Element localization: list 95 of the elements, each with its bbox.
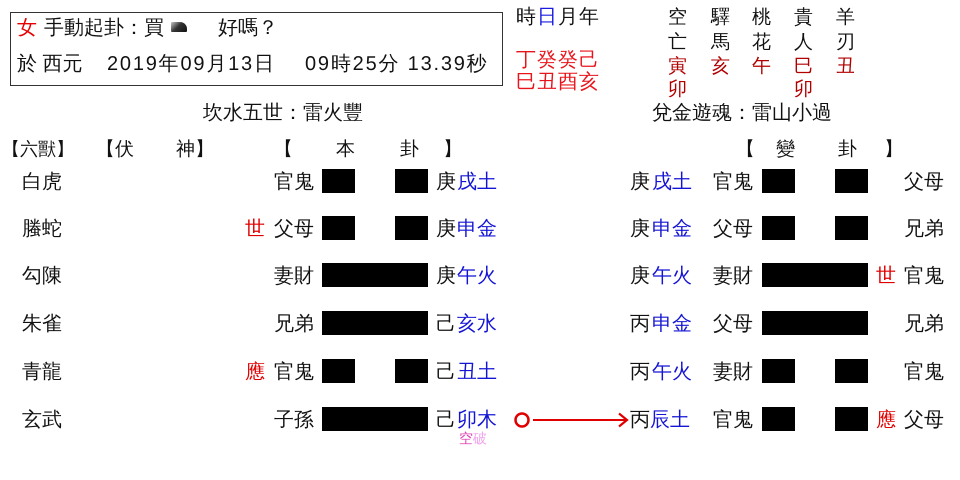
question-text: 於 西元 [17,54,83,74]
beast-name: 青龍 [22,362,62,382]
column-heading: 本 [336,140,355,158]
column-heading: 【 [736,140,755,158]
relation-label: 官鬼 [274,362,314,382]
relation-label: 妻財 [713,266,753,286]
stem-label: 庚 [630,172,650,192]
column-heading: 】 [443,140,462,158]
question-text: 手動起卦：買 [44,18,164,38]
stem-label: 己 [436,314,456,334]
hexagram-title: 兌金遊魂：雷山小過 [652,103,832,123]
relation-label: 父母 [713,219,753,239]
pillar-heading: 年 [579,7,599,27]
stem-label: 庚 [436,219,456,239]
relation-label: 官鬼 [904,266,944,286]
relation-label: 兄弟 [274,314,314,334]
beast-name: 玄武 [22,410,62,430]
shensha-value: 亥 [711,54,730,78]
relation-label: 父母 [274,219,314,239]
status-mark: 空 [459,431,473,445]
shensha-value: 丑 [836,54,855,78]
position-mark: 應 [876,410,896,430]
branch-label: 丑土 [457,362,497,382]
shensha-heading: 桃花 [752,6,771,54]
stem-label: 丙 [630,362,650,382]
pillar-character: 亥 [579,72,599,92]
branch-label: 申金 [457,219,497,239]
pillar-character: 癸 [558,50,578,70]
ring-icon [514,412,530,428]
beast-name: 朱雀 [22,314,62,334]
relation-label: 子孫 [274,410,314,430]
shensha-value: 午 [752,54,771,78]
relation-label: 父母 [713,314,753,334]
gender-mark: 女 [17,18,37,38]
pillar-heading: 月 [558,7,578,27]
column-heading: 神】 [176,140,214,158]
pillar-heading: 日 [537,7,557,27]
relation-label: 父母 [904,410,944,430]
beast-name: 白虎 [22,172,62,192]
relation-label: 官鬼 [274,172,314,192]
branch-label: 午火 [652,362,692,382]
position-mark: 應 [245,362,265,382]
shensha-value: 巳卯 [794,54,813,100]
column-heading: 變 [776,140,795,158]
relation-label: 兄弟 [904,314,944,334]
column-heading: 【 [274,140,293,158]
pillar-character: 酉 [558,72,578,92]
stem-label: 己 [436,362,456,382]
beast-name: 螣蛇 [22,219,62,239]
stem-label: 庚 [436,172,456,192]
pillar-character: 癸 [537,50,557,70]
arrow [533,412,628,428]
relation-label: 父母 [904,172,944,192]
shensha-value: 寅卯 [668,54,687,100]
pillar-character: 丑 [537,72,557,92]
changed-line-label: 丙辰土 [630,410,690,430]
date-text: 2019年09月13日 [107,54,276,74]
shensha-heading: 空亡 [668,6,687,54]
branch-label: 亥水 [457,314,497,334]
branch-label: 卯木 [457,410,497,430]
branch-label: 午火 [652,266,692,286]
pillar-character: 己 [579,50,599,70]
relation-label: 官鬼 [713,172,753,192]
shensha-heading: 貴人 [794,6,813,54]
stem-label: 庚 [436,266,456,286]
column-heading: 卦 [400,140,419,158]
relation-label: 妻財 [713,362,753,382]
shensha-heading: 羊刃 [836,6,855,54]
branch-label: 申金 [652,314,692,334]
relation-label: 妻財 [274,266,314,286]
date-text: 09時25分 13.39秒 [305,54,488,74]
column-heading: 】 [884,140,903,158]
pillar-heading: 時 [516,7,536,27]
position-mark: 世 [876,266,896,286]
stem-label: 己 [436,410,456,430]
pillar-character: 巳 [516,72,536,92]
column-heading: 【伏 [96,140,134,158]
stem-label: 丙 [630,314,650,334]
relation-label: 官鬼 [713,410,753,430]
status-mark: 破 [473,431,487,445]
relation-label: 官鬼 [904,362,944,382]
shensha-heading: 驛馬 [711,6,730,54]
branch-label: 戌土 [457,172,497,192]
branch-label: 午火 [457,266,497,286]
question-box [10,12,503,86]
stem-label: 庚 [630,219,650,239]
beast-name: 勾陳 [22,266,62,286]
branch-label: 申金 [652,219,692,239]
column-heading: 【六獸】 [2,140,74,158]
relation-label: 兄弟 [904,219,944,239]
branch-label: 戌土 [652,172,692,192]
stem-label: 庚 [630,266,650,286]
position-mark: 世 [245,219,265,239]
column-heading: 卦 [838,140,857,158]
question-text: 好嗎？ [218,18,278,38]
